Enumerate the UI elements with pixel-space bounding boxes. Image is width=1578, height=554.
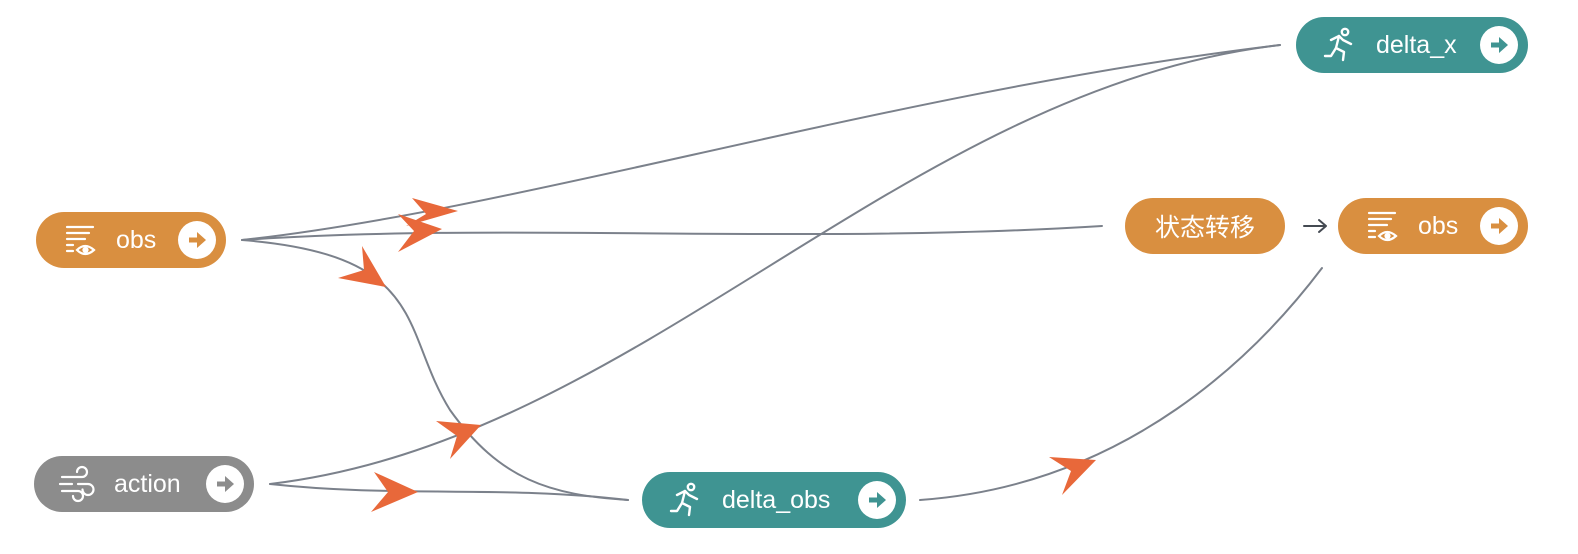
node-state-transition[interactable]: 状态转移 — [1125, 198, 1285, 254]
node-label: delta_obs — [722, 485, 831, 514]
arrow-right-circle-icon[interactable] — [858, 481, 896, 519]
edge-arrowhead — [371, 472, 418, 512]
node-label: obs — [1418, 211, 1459, 240]
observation-list-eye-icon — [1362, 206, 1402, 246]
arrow-right-icon — [1303, 219, 1327, 233]
node-delta-obs[interactable]: delta_obs — [642, 472, 906, 528]
edge-arrowhead — [436, 421, 481, 459]
edge-action-to-delta-obs — [269, 483, 629, 501]
edge-arrowhead — [406, 198, 458, 226]
edge-arrowhead — [338, 246, 386, 287]
arrow-right-circle-icon[interactable] — [178, 221, 216, 259]
edge-obs-to-delta-x — [241, 44, 1281, 241]
node-obs-input[interactable]: obs — [36, 212, 226, 268]
node-obs-output[interactable]: obs — [1338, 198, 1528, 254]
node-delta-x[interactable]: delta_x — [1296, 17, 1528, 73]
edge-obs-to-state-transition — [241, 225, 1103, 241]
node-label: obs — [116, 225, 157, 254]
node-label: action — [114, 469, 181, 498]
edge-obs-to-delta-obs — [241, 239, 629, 501]
edge-arrowhead — [1049, 457, 1096, 495]
node-label: delta_x — [1376, 30, 1457, 59]
wind-icon — [58, 464, 98, 504]
arrow-right-circle-icon[interactable] — [206, 465, 244, 503]
arrow-right-circle-icon[interactable] — [1480, 207, 1518, 245]
running-person-icon — [666, 480, 706, 520]
arrow-right-circle-icon[interactable] — [1480, 26, 1518, 64]
node-action-input[interactable]: action — [34, 456, 254, 512]
edge-arrowhead — [398, 214, 442, 252]
edge-delta-obs-to-obs-output — [919, 267, 1323, 501]
running-person-icon — [1320, 25, 1360, 65]
node-label: 状态转移 — [1154, 214, 1255, 242]
edge-action-to-delta-x — [269, 44, 1281, 485]
observation-list-eye-icon — [60, 220, 100, 260]
